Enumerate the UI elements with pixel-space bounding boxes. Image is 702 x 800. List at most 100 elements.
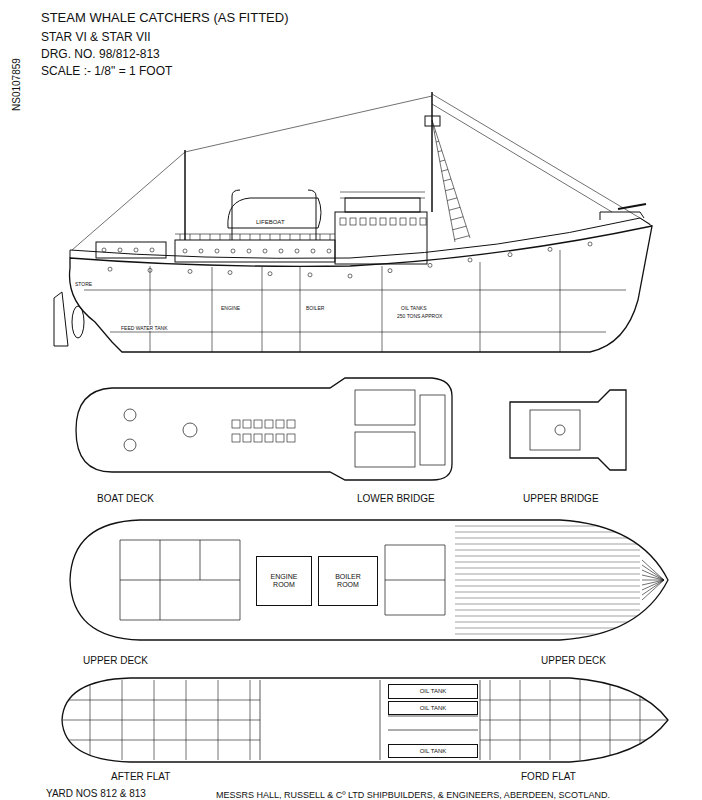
wheelhouse xyxy=(345,198,420,212)
engine-casing xyxy=(175,240,335,262)
lifeboat xyxy=(228,198,321,228)
cabin-partition xyxy=(62,720,668,721)
plank-line xyxy=(455,610,640,611)
steering-wheel xyxy=(555,425,565,435)
bridge-window xyxy=(340,218,346,225)
flat-bulkheads xyxy=(260,680,480,760)
porthole xyxy=(548,247,552,251)
plank-line xyxy=(455,550,640,551)
deck-plans xyxy=(120,390,580,760)
rail-stanchion xyxy=(220,234,221,240)
plank-line xyxy=(455,526,640,527)
rudder xyxy=(54,292,68,346)
porthole xyxy=(308,273,312,277)
label-holder: MESSRS HALL, RUSSELL & Cº LTD SHIPBUILDE… xyxy=(215,784,611,800)
label-holder: 250 TONS APPROX xyxy=(396,304,443,322)
bridge-room xyxy=(355,432,415,467)
part-name: LIFEBOAT xyxy=(255,219,286,225)
ratline xyxy=(445,188,454,190)
plank-line xyxy=(455,598,640,599)
stays xyxy=(72,94,650,250)
compartment-name: BOILER ROOM xyxy=(325,573,371,588)
cabin-partition xyxy=(62,700,668,701)
bridge-window xyxy=(360,218,366,225)
builder-name: MESSRS HALL, RUSSELL & Cº LTD SHIPBUILDE… xyxy=(215,790,611,800)
plan-heading-holder: UPPER DECK xyxy=(82,650,149,668)
hull-profile xyxy=(70,226,652,352)
porthole xyxy=(428,263,432,267)
plan-outline xyxy=(72,374,456,484)
cabin-grid xyxy=(62,680,668,760)
ventilator xyxy=(183,423,197,437)
rail-stanchion xyxy=(310,234,311,240)
rail-stanchion xyxy=(190,234,191,240)
porthole xyxy=(263,249,267,253)
rail-stanchion xyxy=(230,234,231,240)
rail-stanchion xyxy=(330,234,331,240)
plank-line xyxy=(455,592,640,593)
archive-number: NS0107859 xyxy=(11,57,22,112)
porthole xyxy=(327,249,331,253)
oil-tank-box: OIL TANK xyxy=(388,684,478,699)
ratline xyxy=(440,160,445,161)
plan-heading: LOWER BRIDGE xyxy=(356,493,436,504)
gun-platform-hatching xyxy=(642,580,664,590)
porthole xyxy=(231,249,235,253)
rail-stanchion xyxy=(320,234,321,240)
hull-outline xyxy=(62,678,668,762)
label-holder: BOILER xyxy=(305,296,325,314)
plank-line xyxy=(455,628,640,629)
hull-outline xyxy=(510,390,626,470)
plank-line xyxy=(455,586,640,587)
ratline xyxy=(444,179,452,181)
drawing-details xyxy=(62,132,668,760)
shrouds xyxy=(432,120,470,242)
capacity-note: 250 TONS APPROX xyxy=(396,313,443,319)
bridge-window xyxy=(410,218,416,225)
bridge-window xyxy=(400,218,406,225)
skylight-pane xyxy=(265,434,273,442)
ratline xyxy=(447,198,457,201)
plan-heading: UPPER DECK xyxy=(82,655,149,666)
bridge-room xyxy=(420,395,445,465)
skylight-pane xyxy=(232,434,240,442)
bridge-window xyxy=(380,218,386,225)
engine-room-box: ENGINE ROOM xyxy=(256,556,312,606)
gun-platform-hatching xyxy=(642,575,664,580)
bridge-house xyxy=(335,212,427,264)
boiler-room-box: BOILER ROOM xyxy=(318,556,378,606)
tank-top-line xyxy=(110,332,606,333)
drawing-number: DRG. NO. 98/812-813 xyxy=(40,47,161,61)
rail-stanchion xyxy=(280,234,281,240)
plank-line xyxy=(455,532,640,533)
plan-outline xyxy=(58,676,672,764)
label-holder: DRG. NO. 98/812-813 xyxy=(40,44,161,62)
rail-stanchion xyxy=(240,234,241,240)
ventilator xyxy=(124,439,136,451)
plank-line xyxy=(455,622,640,623)
label-holder: OIL TANKS xyxy=(400,296,427,314)
lower-deck-line xyxy=(84,290,626,291)
fore-mast xyxy=(431,92,433,212)
upper-bridge-plan: UPPER BRIDGE xyxy=(505,386,630,474)
plan-heading: FORD FLAT xyxy=(520,771,577,782)
davits xyxy=(232,190,316,240)
porthole xyxy=(148,268,152,272)
part-name: ENGINE xyxy=(220,305,241,311)
forward-rooms xyxy=(385,545,445,615)
ratline xyxy=(438,151,442,152)
porthole xyxy=(311,249,315,253)
drawing-title: STEAM WHALE CATCHERS (AS FITTED) xyxy=(40,10,290,25)
skylight-pane xyxy=(276,420,284,428)
ratline xyxy=(453,226,467,230)
part-name: STORE xyxy=(74,281,93,287)
label-holder: ENGINE xyxy=(220,296,241,314)
plank-line xyxy=(455,634,640,635)
bridge-window xyxy=(390,218,396,225)
porthole xyxy=(199,249,203,253)
plank-line xyxy=(455,604,640,605)
bridge-rail xyxy=(340,192,425,198)
skylight-pane xyxy=(243,434,251,442)
profile-view xyxy=(54,92,652,352)
part-name: BOILER xyxy=(305,305,325,311)
